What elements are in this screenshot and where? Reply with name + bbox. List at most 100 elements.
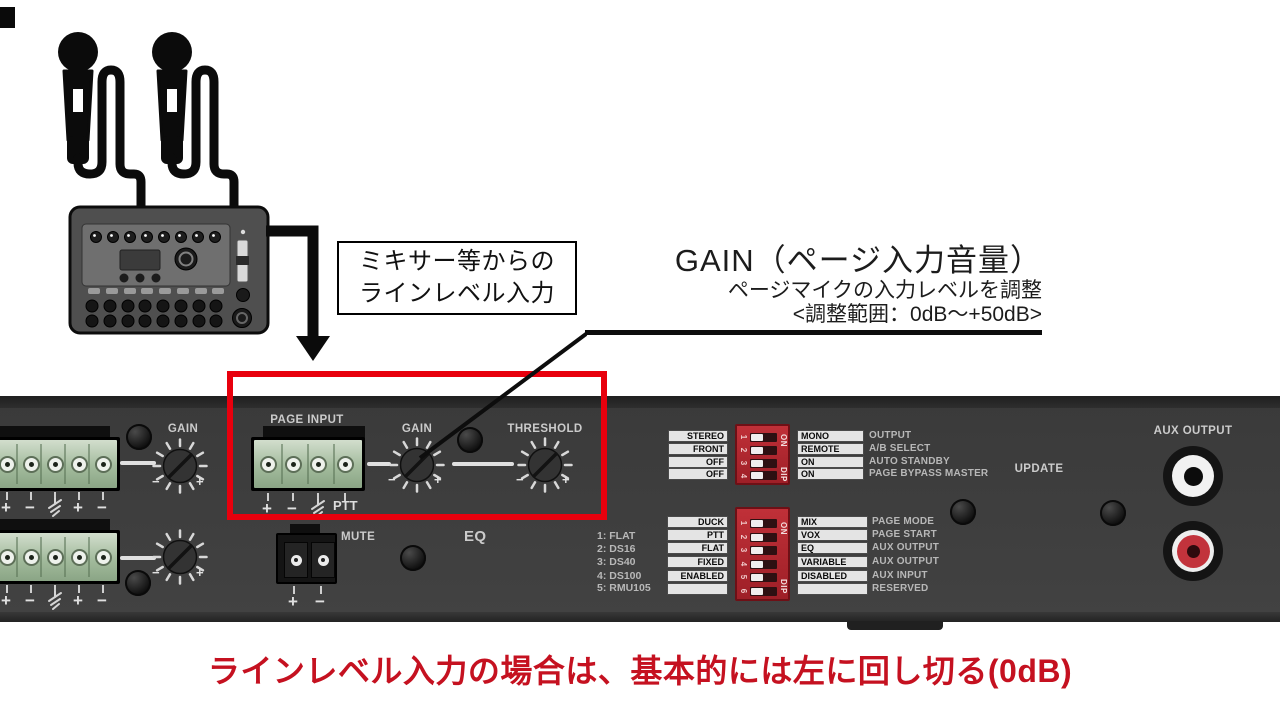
terminal-plus: + xyxy=(1,498,11,517)
euroblock-face xyxy=(0,533,117,581)
aux-output-label: AUX OUTPUT xyxy=(1153,425,1233,437)
dip-dip-label: DIP xyxy=(779,467,788,482)
knob-min-mark: − xyxy=(388,472,396,487)
dip2-function: PAGE MODE xyxy=(872,516,935,527)
knob-max-mark: + xyxy=(196,565,204,580)
eq-legend-item: 3: DS40 xyxy=(597,556,636,568)
dip1-function: PAGE BYPASS MASTER xyxy=(869,468,989,479)
input-gain-knob[interactable] xyxy=(150,436,210,496)
callout-box: ミキサー等からの ラインレベル入力 xyxy=(337,241,577,315)
terminal-minus: − xyxy=(97,498,107,517)
dip-number: 4 xyxy=(739,561,748,567)
terminal-minus: − xyxy=(97,591,107,610)
knob-min-mark: − xyxy=(516,472,524,487)
mixer-illustration xyxy=(68,205,270,335)
ptt-label: PTT xyxy=(333,498,358,513)
eq-legend-item: 5: RMU105 xyxy=(597,582,651,594)
dip-number: 4 xyxy=(739,473,748,479)
knob-max-mark: + xyxy=(562,472,570,487)
dip1-function: A/B SELECT xyxy=(869,443,931,454)
dip1-left-label: STEREO xyxy=(668,430,728,442)
eq-legend-item: 1: FLAT xyxy=(597,530,636,542)
terminal-plus: + xyxy=(288,592,298,611)
terminal-minus: − xyxy=(287,499,297,518)
page-input-connector xyxy=(251,437,365,491)
mute-connector xyxy=(276,533,337,584)
gain-annotation-range: <調整範囲：0dB〜+50dB> xyxy=(792,303,1042,326)
dip2-right-label: VOX xyxy=(797,529,868,541)
dip-number: 1 xyxy=(739,434,748,440)
down-arrow xyxy=(266,225,330,361)
dip2-left-label: PTT xyxy=(667,529,728,541)
dip1-function: AUTO STANDBY xyxy=(869,456,950,467)
dip2-function: RESERVED xyxy=(872,583,929,594)
dip-switch-lever[interactable] xyxy=(750,573,777,582)
dip-number: 1 xyxy=(739,520,748,526)
connector-recess xyxy=(0,519,110,533)
dip2-function: AUX INPUT xyxy=(872,570,928,581)
dip-switch-lever[interactable] xyxy=(750,546,777,555)
dip2-right-label: MIX xyxy=(797,516,868,528)
dip2-function: PAGE START xyxy=(872,529,937,540)
dip-switch-2: 1 2 3 4 5 6 ON DIP xyxy=(735,507,790,601)
rca-jack-white xyxy=(1163,446,1223,506)
annotation-underline xyxy=(585,330,1042,335)
input-gain-knob[interactable] xyxy=(150,527,210,587)
rear-panel: + − + − + − xyxy=(0,396,1280,630)
dip-number: 2 xyxy=(739,534,748,540)
page-input-label: PAGE INPUT xyxy=(270,414,344,426)
screw xyxy=(126,424,152,450)
eq-label: EQ xyxy=(464,528,487,545)
panel-top-edge xyxy=(0,396,1280,408)
dip-switch-lever[interactable] xyxy=(750,586,777,596)
dip2-left-label: ENABLED xyxy=(667,570,728,582)
dip-switch-lever[interactable] xyxy=(750,458,777,468)
dip2-left-label: FLAT xyxy=(667,542,728,554)
knob-max-mark: + xyxy=(434,472,442,487)
terminal-minus: − xyxy=(25,498,35,517)
dip2-left-label: DUCK xyxy=(667,516,728,528)
callout-line2: ラインレベル入力 xyxy=(359,280,555,307)
terminal-minus: − xyxy=(315,592,325,611)
screw xyxy=(950,499,976,525)
dip2-right-label: VARIABLE xyxy=(797,556,868,568)
terminal-minus: − xyxy=(25,591,35,610)
caption-text: ラインレベル入力の場合は、基本的には左に回し切る(0dB) xyxy=(207,653,1073,689)
dip-switch-lever[interactable] xyxy=(750,532,777,542)
gain-annotation-title: GAIN（ページ入力音量） xyxy=(674,243,1042,278)
highlight-rectangle xyxy=(227,371,607,520)
dip-dip-label: DIP xyxy=(779,579,788,594)
dip2-function: AUX OUTPUT xyxy=(872,556,939,567)
microphone-icon xyxy=(58,32,146,217)
euroblock-connector xyxy=(0,530,120,584)
dip-switch-lever[interactable] xyxy=(750,471,777,480)
dip1-left-label: OFF xyxy=(668,468,728,480)
knob-min-mark: − xyxy=(152,565,160,580)
euroblock-face xyxy=(254,440,362,488)
dip2-right-label: DISABLED xyxy=(797,570,868,582)
dip-on-label: ON xyxy=(779,522,788,535)
dip2-right-label xyxy=(797,583,868,595)
left-gain-label: GAIN xyxy=(167,423,199,435)
dip2-right-label: EQ xyxy=(797,542,868,554)
dip-switch-lever[interactable] xyxy=(750,519,777,528)
chassis-ground-icon xyxy=(48,498,62,517)
screw xyxy=(125,570,151,596)
dip1-left-label: FRONT xyxy=(668,443,728,455)
dip-switch-lever[interactable] xyxy=(750,446,777,455)
panel-bottom-tab xyxy=(847,621,943,630)
dip-switch-lever[interactable] xyxy=(750,433,777,442)
dip1-function: OUTPUT xyxy=(869,430,912,441)
dip-switch-lever[interactable] xyxy=(750,559,777,569)
mute-label: MUTE xyxy=(341,531,376,543)
panel-bottom-edge xyxy=(0,612,1280,622)
dip-number: 6 xyxy=(739,588,748,594)
microphones-mixer-illustration xyxy=(58,32,330,361)
dip2-left-label xyxy=(667,583,728,595)
dip2-function: AUX OUTPUT xyxy=(872,542,939,553)
terminal-plus: + xyxy=(73,498,83,517)
terminal-plus: + xyxy=(1,591,11,610)
dip1-left-label: OFF xyxy=(668,456,728,468)
terminal-plus: + xyxy=(73,591,83,610)
